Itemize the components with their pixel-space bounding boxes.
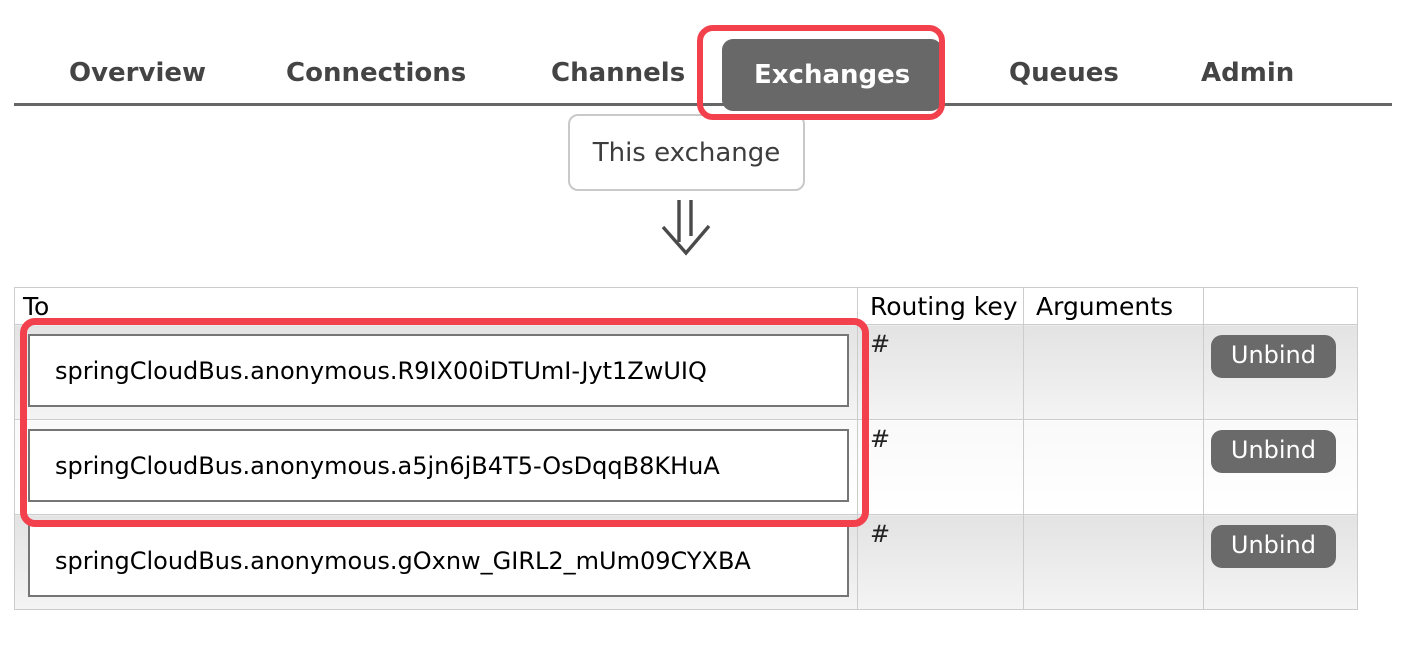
column-header-to: To	[14, 287, 858, 325]
action-cell: Unbind	[1203, 514, 1358, 610]
queue-name-box[interactable]: springCloudBus.anonymous.R9IX00iDTUmI-Jy…	[28, 334, 849, 407]
double-down-arrow-icon	[660, 200, 712, 256]
unbind-button[interactable]: Unbind	[1210, 430, 1336, 473]
tab-overview[interactable]: Overview	[69, 58, 207, 88]
tab-connections[interactable]: Connections	[286, 58, 467, 88]
unbind-button[interactable]: Unbind	[1210, 335, 1336, 378]
arguments-cell	[1023, 514, 1204, 610]
queue-cell: springCloudBus.anonymous.gOxnw_GIRL2_mUm…	[14, 514, 858, 610]
queue-cell: springCloudBus.anonymous.a5jn6jB4T5-OsDq…	[14, 419, 858, 515]
this-exchange-label: This exchange	[592, 137, 781, 168]
tab-channels[interactable]: Channels	[551, 58, 686, 88]
binding-row: springCloudBus.anonymous.a5jn6jB4T5-OsDq…	[14, 419, 1358, 515]
binding-row: springCloudBus.anonymous.gOxnw_GIRL2_mUm…	[14, 514, 1358, 610]
tab-admin[interactable]: Admin	[1201, 58, 1295, 88]
table-header-row: To Routing key Arguments	[14, 287, 1358, 325]
queue-name-box[interactable]: springCloudBus.anonymous.a5jn6jB4T5-OsDq…	[28, 429, 849, 502]
queue-name-box[interactable]: springCloudBus.anonymous.gOxnw_GIRL2_mUm…	[28, 524, 849, 597]
tab-exchanges[interactable]: Exchanges	[722, 39, 943, 111]
binding-row: springCloudBus.anonymous.R9IX00iDTUmI-Jy…	[14, 324, 1358, 420]
column-header-actions	[1203, 287, 1358, 325]
action-cell: Unbind	[1203, 419, 1358, 515]
routing-key-cell: #	[857, 514, 1024, 610]
column-header-arguments: Arguments	[1023, 287, 1204, 325]
action-cell: Unbind	[1203, 324, 1358, 420]
bindings-table: To Routing key Arguments springCloudBus.…	[14, 287, 1358, 610]
routing-key-cell: #	[857, 324, 1024, 420]
queue-cell: springCloudBus.anonymous.R9IX00iDTUmI-Jy…	[14, 324, 858, 420]
this-exchange-callout: This exchange	[568, 114, 805, 191]
tab-queues[interactable]: Queues	[1009, 58, 1119, 88]
tab-exchanges-label: Exchanges	[754, 60, 911, 90]
routing-key-cell: #	[857, 419, 1024, 515]
unbind-button[interactable]: Unbind	[1210, 525, 1336, 568]
arguments-cell	[1023, 324, 1204, 420]
arguments-cell	[1023, 419, 1204, 515]
column-header-routing-key: Routing key	[857, 287, 1024, 325]
tab-bar: Overview Connections Channels Exchanges …	[14, 0, 1392, 111]
